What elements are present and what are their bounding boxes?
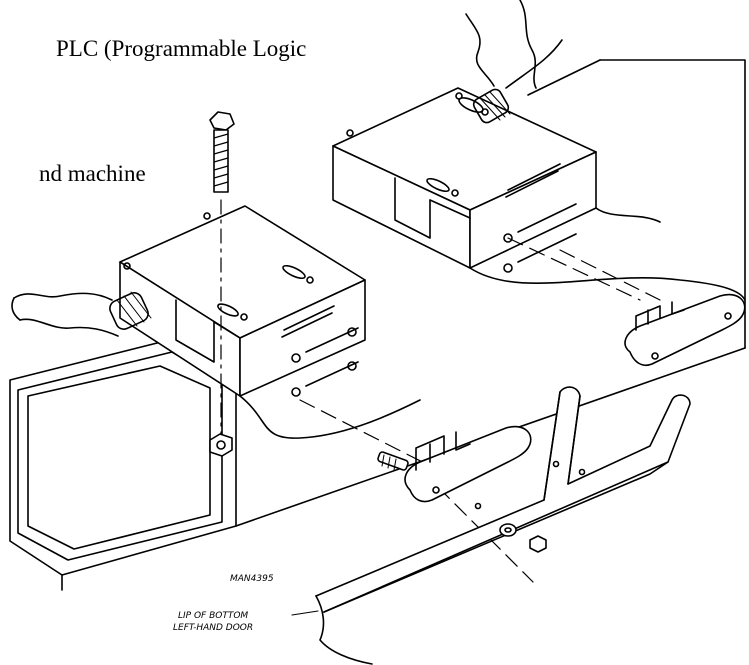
mounting-bolt xyxy=(209,111,235,193)
body-text-line-1: PLC (Programmable Logic xyxy=(56,36,307,61)
body-text-line-2: nd machine xyxy=(39,161,146,186)
switch-body-upper xyxy=(332,39,746,301)
callout-label-line-1: LIP OF BOTTOM xyxy=(178,611,248,621)
door-bracket xyxy=(315,386,691,665)
left-cable xyxy=(11,292,119,337)
upper-cable xyxy=(465,0,537,89)
actuator-key-right xyxy=(624,293,746,367)
callout-label-line-2: LEFT-HAND DOOR xyxy=(173,623,253,633)
drawing-number-label: MAN4395 xyxy=(230,574,274,584)
callout-leader-line xyxy=(291,610,319,616)
switch-body-lower xyxy=(109,205,421,439)
mounting-nut xyxy=(209,433,233,457)
actuator-key-lower xyxy=(377,425,532,503)
